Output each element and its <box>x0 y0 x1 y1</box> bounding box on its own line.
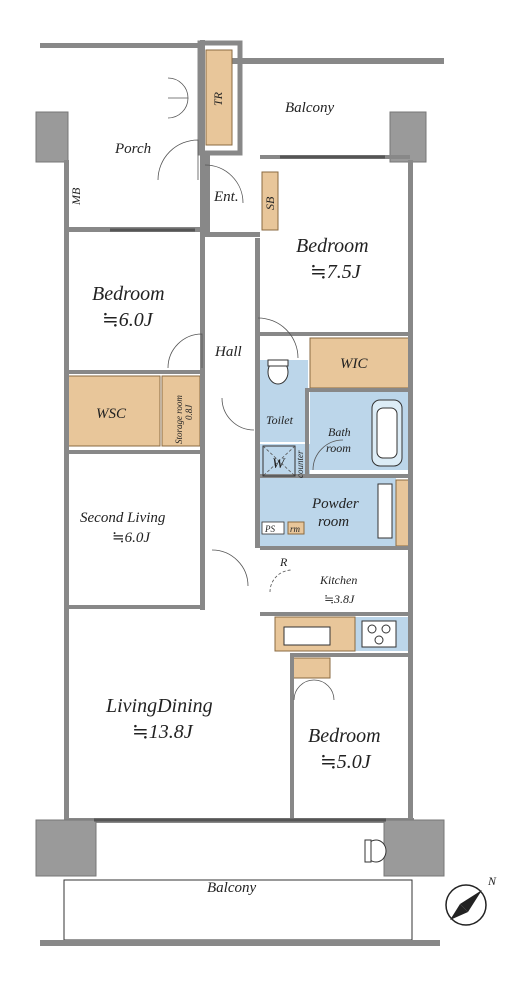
storage-size: 0.8J <box>184 404 194 420</box>
porch-label: Porch <box>114 141 151 157</box>
powder-counter <box>395 479 411 547</box>
bedroom-ne-size: ≒7.5J <box>310 261 362 283</box>
kitchen-size: ≒3.8J <box>324 592 355 606</box>
kitchen-name: Kitchen <box>319 573 357 587</box>
toilet-label: Toilet <box>266 413 294 427</box>
sb-storage <box>261 171 279 231</box>
powder-label-1: Powder <box>311 496 359 512</box>
rm-box <box>287 521 305 535</box>
bedroom-w-size: ≒6.0J <box>102 309 154 331</box>
pillar-lower-left <box>35 819 97 877</box>
living-size: ≒13.8J <box>132 721 194 743</box>
entrance-label: Ent. <box>213 189 239 205</box>
storage-name: Storage room <box>174 395 184 444</box>
sb-label: SB <box>263 196 277 210</box>
pillar-upper-right <box>389 111 427 163</box>
wsc-label: WSC <box>96 406 127 422</box>
bedroom-se-name: Bedroom <box>308 725 381 747</box>
top-outline <box>40 40 444 156</box>
pillar-lower-right <box>383 819 445 877</box>
pillar-upper-left <box>35 111 69 163</box>
fixtures <box>262 359 403 863</box>
rm-label: rm <box>290 524 301 534</box>
wsc-storage <box>67 375 161 447</box>
balcony-bottom-label: Balcony <box>207 880 256 896</box>
r-label: R <box>279 555 288 569</box>
balcony-top-label: Balcony <box>285 100 334 116</box>
storage-room <box>161 375 201 447</box>
ps-box <box>261 521 285 535</box>
closet-se <box>291 657 331 679</box>
balcony-bottom-rail <box>40 940 440 946</box>
bath-label-1: Bath <box>328 425 351 439</box>
powder-label-2: room <box>318 514 349 530</box>
door-arcs <box>157 77 344 701</box>
tr-storage <box>205 49 233 146</box>
compass-label: N <box>487 874 497 888</box>
second-living-size: ≒6.0J <box>112 530 151 546</box>
second-living-name: Second Living <box>80 510 166 526</box>
ps-label: PS <box>264 524 275 534</box>
living-name: LivingDining <box>105 695 213 717</box>
tr-label: TR <box>211 91 225 106</box>
north-arrow-icon <box>445 884 487 926</box>
hall-label: Hall <box>214 344 242 360</box>
windows <box>94 155 386 822</box>
bath-label-2: room <box>326 441 351 455</box>
wic-label: WIC <box>340 356 368 372</box>
counter-label: counter <box>295 450 305 478</box>
mb-label: MB <box>69 187 83 206</box>
wic-storage <box>309 337 411 389</box>
bedroom-w-name: Bedroom <box>92 283 165 305</box>
bedroom-se-size: ≒5.0J <box>320 751 372 773</box>
bedroom-ne-name: Bedroom <box>296 235 369 257</box>
w-label: W <box>272 456 286 472</box>
